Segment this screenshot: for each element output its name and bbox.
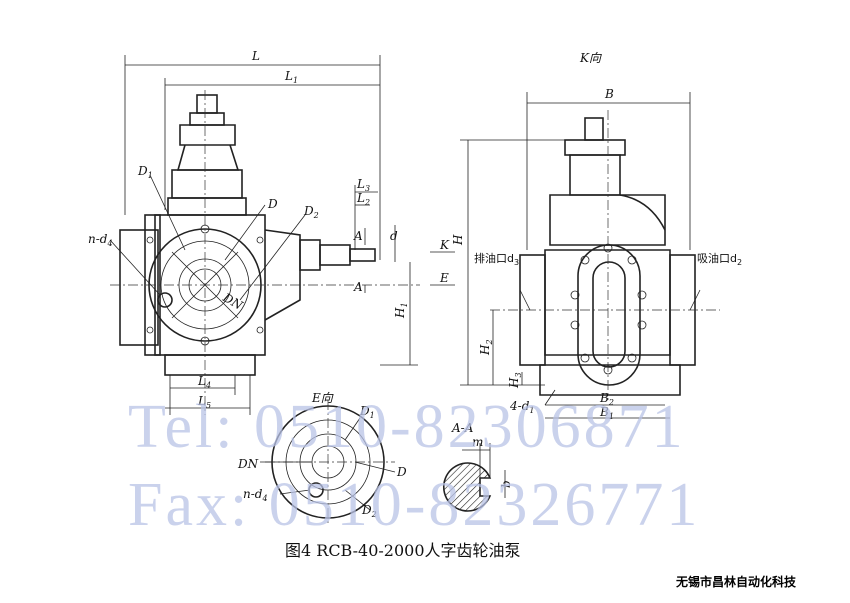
e-label-D1: D1 <box>359 404 375 420</box>
dim-H1: H1 <box>393 302 409 319</box>
dim-H3: H3 <box>507 372 523 389</box>
inlet-label: 吸油口d2 <box>697 251 742 267</box>
label-D: D <box>267 197 278 211</box>
e-label-D2: D2 <box>361 503 377 519</box>
label-D1: D1 <box>137 164 153 180</box>
dim-m: m <box>472 435 483 449</box>
outlet-label: 排油口d3 <box>474 251 519 267</box>
dim-B: B <box>604 87 614 101</box>
dim-L5: L5 <box>197 394 211 410</box>
view-title-K: K向 <box>579 51 602 65</box>
section-a-a: A-A m b <box>443 421 513 512</box>
dim-L4: L4 <box>197 374 211 390</box>
dim-B2: B2 <box>599 391 614 407</box>
e-label-DN: DN <box>237 457 259 471</box>
dim-B1: B1 <box>599 405 614 421</box>
section-title: A-A <box>451 421 474 435</box>
dim-d: d <box>390 229 398 243</box>
section-mark-a-bottom: A <box>353 280 363 294</box>
front-view: L L1 L3 L2 D1 D D2 DN n-d4 A A d K E H1 … <box>88 49 455 415</box>
label-n-d4: n-d4 <box>88 232 113 248</box>
watermark-fax: Fax: 0510-82326771 <box>128 471 700 539</box>
e-label-D: D <box>396 465 407 479</box>
view-arrow-K: K <box>439 238 450 252</box>
label-D2: D2 <box>303 204 319 220</box>
watermark-tel: Tel: 0510-82306871 <box>128 393 686 461</box>
company-name: 无锡市昌林自动化科技 <box>676 575 797 589</box>
dim-L2: L2 <box>356 191 370 207</box>
dim-L: L <box>251 49 260 63</box>
dim-H: H <box>451 234 465 246</box>
side-view: K向 B H <box>451 51 742 421</box>
e-label-n-d4: n-d4 <box>243 487 268 503</box>
dim-H2: H2 <box>478 339 494 356</box>
e-view: E向 D1 DN D n-d4 D2 <box>237 391 407 525</box>
label-4-d1: 4-d1 <box>509 399 534 415</box>
view-arrow-E: E <box>439 271 449 285</box>
dim-b: b <box>499 480 513 488</box>
figure-caption: 图4 RCB-40-2000人字齿轮油泵 <box>285 541 521 560</box>
section-mark-a-top: A <box>353 229 363 243</box>
dim-L3: L3 <box>356 177 370 193</box>
dim-L1: L1 <box>284 69 298 85</box>
